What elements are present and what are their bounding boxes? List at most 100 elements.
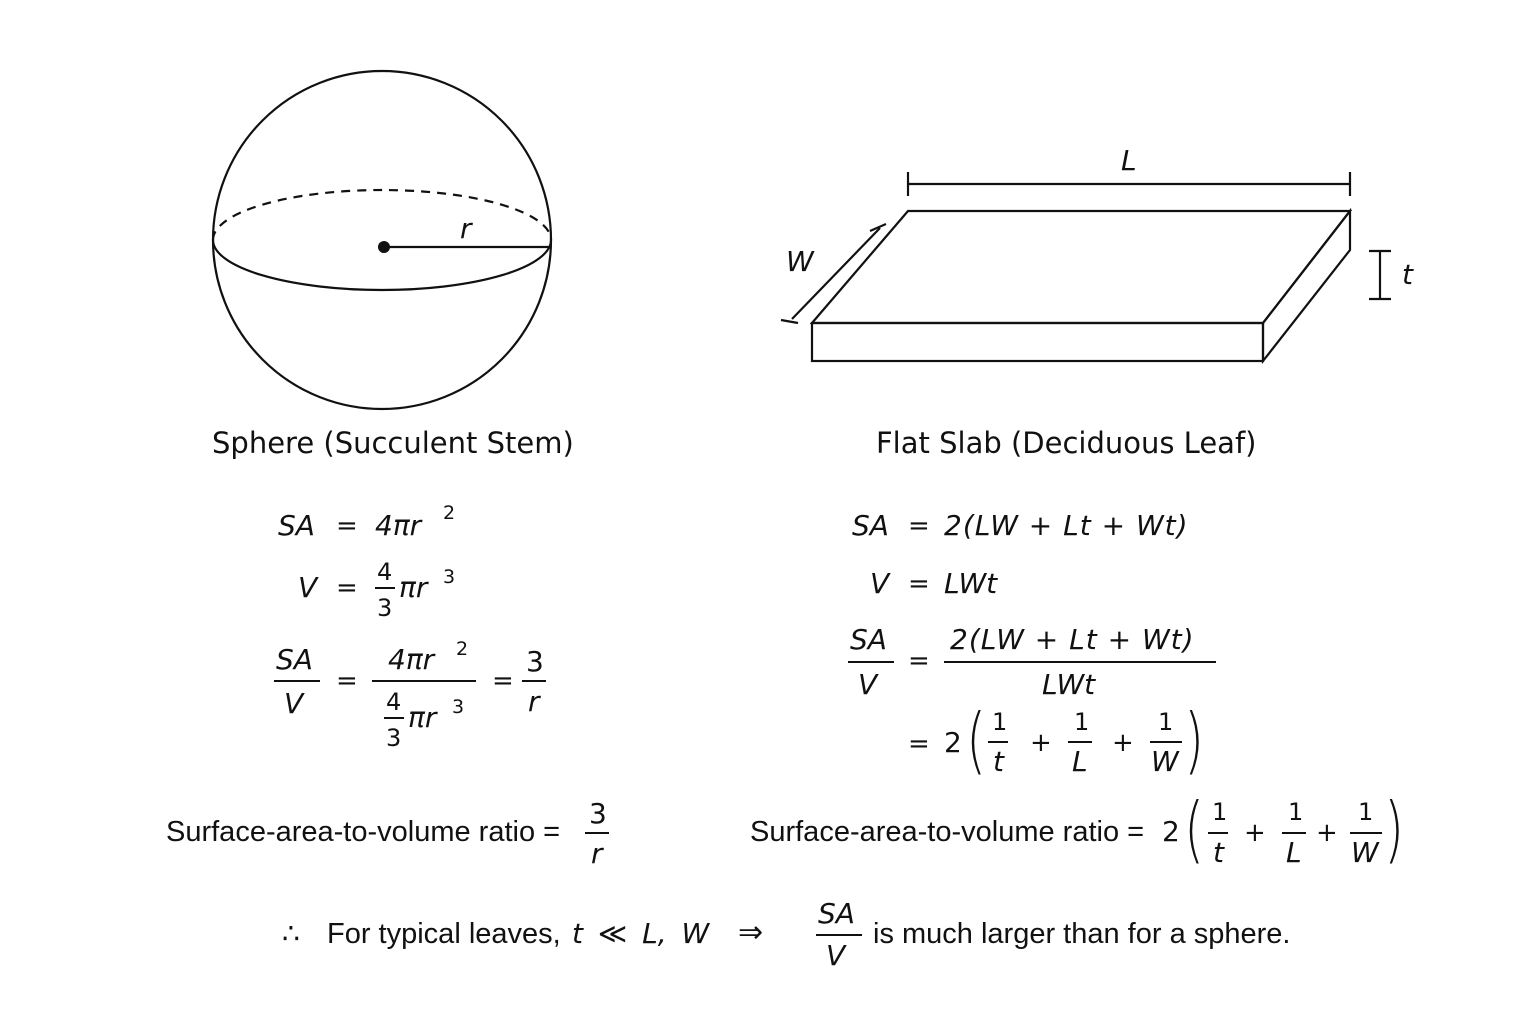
sphere-big-den-frac-num: 4 [386, 688, 402, 716]
sphere-sa-rhs: 4πr [375, 509, 422, 542]
slab-v-lhs: V [870, 567, 890, 600]
sphere-big-num: 4πr [388, 643, 435, 676]
slab-top-face [809, 209, 1353, 325]
radius-label: r [460, 212, 472, 245]
slab-summary-frac1-num: 1 [1212, 798, 1228, 826]
slab-summary-plus1: + [1244, 818, 1266, 848]
slab-simplified-frac1-bar [988, 741, 1008, 743]
slab-simplified-frac3-den: W [1151, 745, 1179, 778]
slab-ratio-num: SA [850, 623, 887, 656]
sphere-big-den-frac-bar [384, 717, 404, 719]
slab-front-face [810, 321, 1265, 363]
sphere-summary-den: r [591, 837, 603, 870]
slab-summary-frac2-den: L [1286, 836, 1302, 869]
slab-v-rhs: LWt [944, 567, 998, 600]
slab-summary-frac2-num: 1 [1288, 798, 1304, 826]
slab-frac-num: 2(LW + Lt + Wt) [950, 623, 1195, 656]
conclusion-condition: t ≪ L, W [572, 917, 710, 950]
slab-summary-frac1-den: t [1213, 836, 1224, 869]
sphere-ratio-num: SA [276, 643, 313, 676]
conclusion-frac-num: SA [818, 897, 855, 930]
slab-simplified-frac3-bar [1150, 741, 1182, 743]
conclusion-frac-den: V [826, 939, 846, 972]
conclusion-frac-bar [816, 934, 862, 936]
sphere-ratio-eq2: = [492, 666, 514, 696]
slab-simplified-frac2-den: L [1072, 745, 1088, 778]
slab-sa-eq: = [908, 511, 930, 541]
slab-summary-frac3-bar [1350, 832, 1382, 834]
slab-figure [780, 172, 1391, 365]
sphere-sa-eq: = [336, 511, 358, 541]
sphere-result-bar [522, 680, 546, 682]
sphere-ratio-bar [274, 680, 320, 682]
sphere-big-den-exp: 3 [452, 696, 465, 718]
slab-side-face [1261, 207, 1352, 365]
therefore-symbol: ∴ [282, 917, 300, 950]
slab-simplified-eq: = [908, 729, 930, 759]
slab-summary-frac3-den: W [1351, 836, 1379, 869]
sphere-big-bar [372, 680, 476, 682]
width-tick-top [869, 222, 887, 233]
sphere-result-den: r [528, 685, 540, 718]
sphere-ratio-den: V [284, 687, 304, 720]
sphere-sa-exp: 2 [443, 502, 456, 524]
sphere-v-frac-den: 3 [377, 594, 393, 622]
slab-sa-lhs: SA [852, 509, 889, 542]
sphere-v-frac-bar [375, 587, 395, 589]
width-label: W [786, 245, 814, 278]
implies-symbol: ⇒ [738, 915, 764, 950]
slab-summary-frac3-num: 1 [1358, 798, 1374, 826]
sphere-equator-front [211, 239, 553, 292]
slab-simplified-frac2-num: 1 [1074, 708, 1090, 736]
sphere-center-dot [378, 241, 390, 253]
slab-ratio-bar [848, 661, 894, 663]
sphere-v-eq: = [336, 573, 358, 603]
width-dimension-line [791, 227, 881, 320]
conclusion-text2: is much larger than for a sphere. [873, 918, 1291, 950]
slab-summary-plus2: + [1316, 818, 1338, 848]
width-tick-bottom [780, 318, 799, 325]
slab-simplified-lparen: ( [966, 698, 986, 782]
slab-ratio-eq: = [908, 646, 930, 676]
slab-simplified-two: 2 [944, 726, 962, 759]
sphere-summary-label: Surface-area-to-volume ratio = [166, 816, 561, 848]
slab-simplified-plus1: + [1030, 728, 1052, 758]
slab-simplified-frac3-num: 1 [1158, 708, 1174, 736]
sphere-equator-back [211, 188, 553, 241]
slab-simplified-frac2-bar [1068, 741, 1092, 743]
sphere-big-den-frac-den: 3 [386, 724, 402, 752]
slab-summary-frac2-bar [1282, 832, 1306, 834]
conclusion-text1: For typical leaves, [327, 918, 561, 950]
sphere-result-num: 3 [526, 645, 544, 678]
sphere-caption: Sphere (Succulent Stem) [212, 426, 574, 460]
slab-frac-den: LWt [1042, 668, 1096, 701]
sphere-summary-num: 3 [589, 797, 607, 830]
slab-summary-label: Surface-area-to-volume ratio = [750, 816, 1145, 848]
slab-simplified-plus2: + [1112, 728, 1134, 758]
slab-simplified-frac1-num: 1 [992, 708, 1008, 736]
thickness-label: t [1402, 258, 1413, 291]
slab-caption: Flat Slab (Deciduous Leaf) [876, 426, 1257, 460]
sphere-v-frac-num: 4 [377, 558, 393, 586]
sphere-outline [211, 69, 553, 411]
sphere-sa-lhs: SA [278, 509, 315, 542]
sphere-big-den-pir: πr [408, 701, 437, 734]
sphere-v-pir: πr [399, 571, 428, 604]
slab-sa-rhs: 2(LW + Lt + Wt) [944, 509, 1189, 542]
sphere-v-exp: 3 [443, 566, 456, 588]
slab-ratio-den: V [858, 668, 878, 701]
sphere-v-lhs: V [298, 571, 318, 604]
slab-frac-bar [944, 661, 1216, 663]
slab-simplified-frac1-den: t [993, 745, 1004, 778]
slab-summary-frac1-bar [1208, 832, 1228, 834]
length-label: L [1121, 144, 1137, 177]
slab-v-eq: = [908, 569, 930, 599]
sphere-big-num-exp: 2 [456, 638, 469, 660]
slab-summary-two: 2 [1162, 815, 1180, 848]
sphere-ratio-eq1: = [336, 666, 358, 696]
sphere-figure [211, 69, 553, 411]
sphere-summary-bar [585, 832, 609, 834]
slab-summary-lparen: ( [1184, 787, 1204, 871]
slab-summary-rparen: ) [1384, 787, 1404, 871]
